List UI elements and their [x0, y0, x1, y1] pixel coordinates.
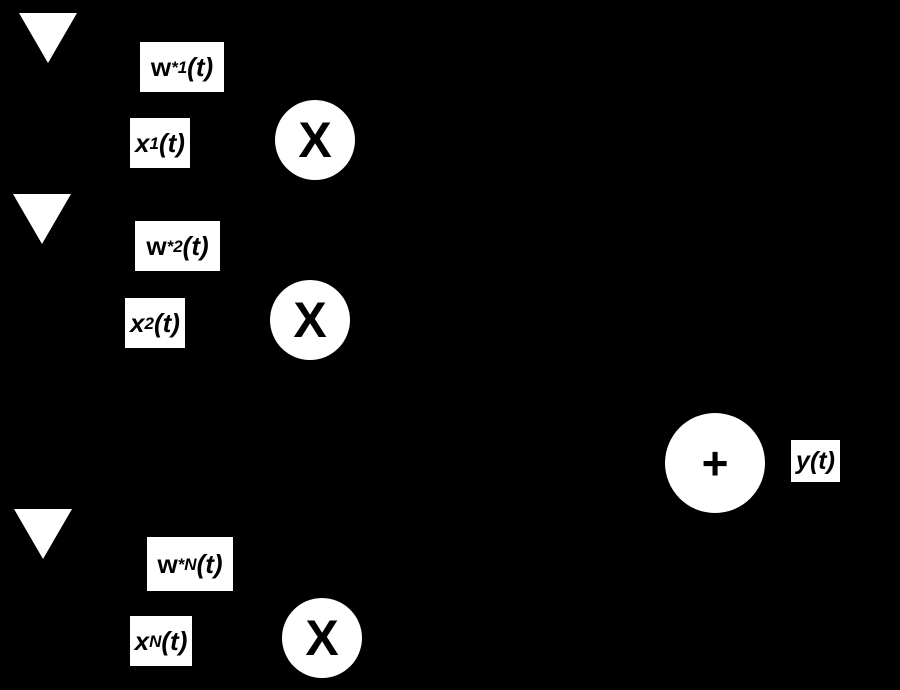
weight-n-label: w*N(t) — [147, 537, 233, 591]
output-label: y(t) — [791, 440, 840, 482]
multiplier-2: X — [270, 280, 350, 360]
weight-1-label: w*1(t) — [140, 42, 224, 92]
weight-2-label: w*2(t) — [135, 221, 220, 271]
multiplier-1: X — [275, 100, 355, 180]
antenna-n-icon — [14, 509, 72, 559]
antenna-1-icon — [19, 13, 77, 63]
antenna-2-icon — [13, 194, 71, 244]
summer: + — [665, 413, 765, 513]
multiplier-n: X — [282, 598, 362, 678]
